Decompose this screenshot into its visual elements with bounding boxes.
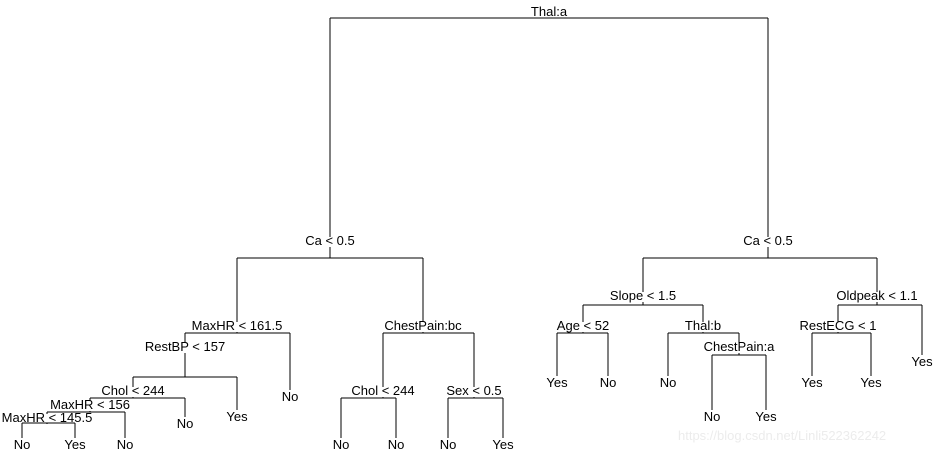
tree-leaf-n25: Yes <box>801 375 823 390</box>
tree-split-n2: Ca < 0.5 <box>743 233 793 248</box>
tree-split-n4: ChestPain:bc <box>384 318 462 333</box>
tree-split-n0: Thal:a <box>530 4 568 19</box>
tree-leaf-n8: No <box>281 389 299 404</box>
tree-leaf-n26: Yes <box>860 375 882 390</box>
tree-leaf-n22: No <box>599 375 617 390</box>
tree-split-n10: Sex < 0.5 <box>446 383 502 398</box>
tree-split-n13: RestECG < 1 <box>799 318 877 333</box>
tree-split-n11: Age < 52 <box>556 318 610 333</box>
tree-leaf-n17: No <box>332 437 350 452</box>
tree-split-n5: Slope < 1.5 <box>609 288 677 303</box>
tree-split-n7: RestBP < 157 <box>144 339 226 354</box>
tree-split-n6: Oldpeak < 1.1 <box>836 288 918 303</box>
tree-leaf-n16: Yes <box>226 409 248 424</box>
tree-leaf-n23: No <box>659 375 677 390</box>
tree-split-n27: MaxHR < 156 <box>50 397 130 412</box>
tree-leaf-n20: Yes <box>492 437 514 452</box>
tree-leaf-n18: No <box>387 437 405 452</box>
tree-leaf-n21: Yes <box>546 375 568 390</box>
tree-leaf-n19: No <box>439 437 457 452</box>
tree-leaf-n34: Yes <box>64 437 86 452</box>
tree-split-n31: MaxHR < 145.5 <box>1 410 93 425</box>
tree-split-n9: Chol < 244 <box>351 383 415 398</box>
tree-leaf-n29: No <box>703 409 721 424</box>
tree-split-n3: MaxHR < 161.5 <box>191 318 283 333</box>
watermark-text: https://blog.csdn.net/Linli522362242 <box>678 428 887 443</box>
tree-leaf-n30: Yes <box>755 409 777 424</box>
tree-split-n24: ChestPain:a <box>703 339 775 354</box>
tree-leaf-n28: No <box>176 416 194 431</box>
edge-group <box>21 17 923 438</box>
tree-split-n12: Thal:b <box>684 318 722 333</box>
tree-leaf-n14: Yes <box>911 354 933 369</box>
tree-leaf-n32: No <box>116 437 134 452</box>
tree-leaf-n33: No <box>13 437 31 452</box>
tree-split-n1: Ca < 0.5 <box>305 233 355 248</box>
tree-split-n15: Chol < 244 <box>101 383 165 398</box>
